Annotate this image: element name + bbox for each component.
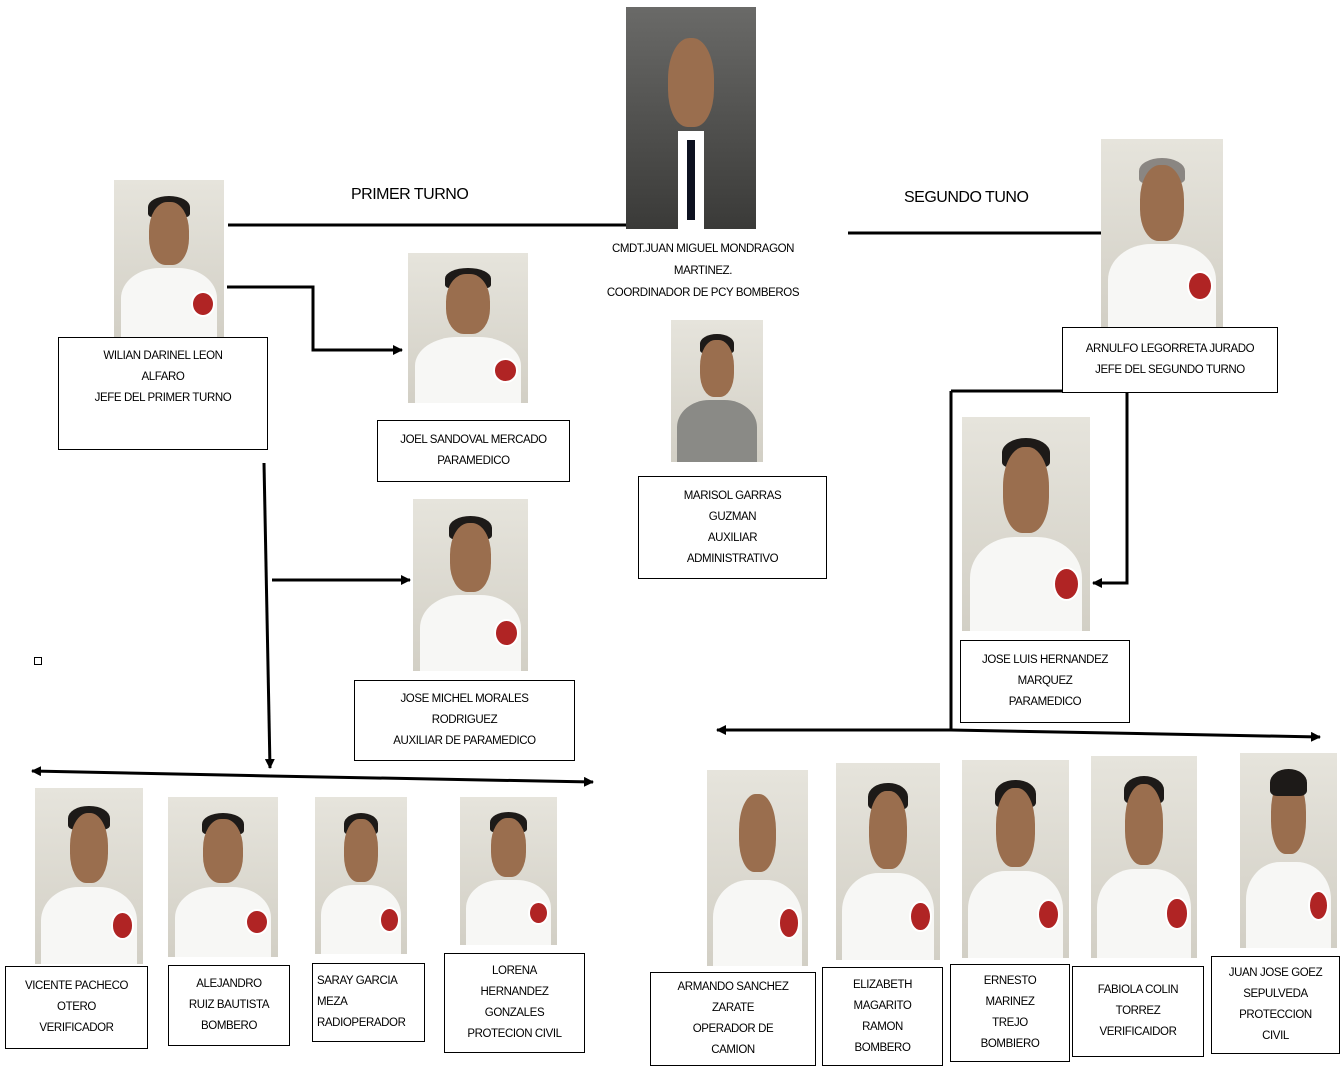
vicente-label: VICENTE PACHECO OTERO VERIFICADOR — [5, 966, 148, 1049]
armando-name: ARMANDO SANCHEZ — [677, 981, 789, 993]
lorena-name: LORENA — [492, 965, 537, 977]
wilian-name: WILIAN DARINEL LEON — [103, 350, 223, 362]
fabiola-photo — [1091, 756, 1197, 958]
arrow-to-joel — [227, 285, 403, 355]
saray-role: RADIOPERADOR — [317, 1017, 406, 1029]
coordinator-photo — [626, 7, 756, 229]
armando-role: OPERADOR DE — [692, 1023, 774, 1035]
marisol-name: MARISOL GARRAS — [683, 489, 782, 502]
juan-jose-surname: SEPULVEDA — [1243, 988, 1308, 1000]
vicente-surname: OTERO — [57, 1001, 96, 1013]
arnulfo-photo — [1101, 139, 1223, 327]
armando-surname: ZARATE — [711, 1002, 755, 1014]
juan-jose-role: PROTECCION — [1239, 1009, 1312, 1021]
fabiola-name: FABIOLA COLIN — [1097, 984, 1179, 996]
wilian-role: JEFE DEL PRIMER TURNO — [94, 392, 232, 404]
jose-luis-label: JOSE LUIS HERNANDEZ MARQUEZ PARAMEDICO — [960, 640, 1130, 723]
bullet-square-icon — [34, 657, 42, 665]
vicente-role: VERIFICADOR — [39, 1022, 114, 1034]
saray-label: SARAY GARCIA MEZA RADIOPERADOR — [312, 963, 425, 1042]
fabiola-surname: TORREZ — [1115, 1005, 1161, 1017]
first-shift-bar-left — [31, 766, 271, 778]
wilian-label: WILIAN DARINEL LEON ALFARO JEFE DEL PRIM… — [58, 337, 268, 450]
coordinator-name: CMDT.JUAN MIGUEL MONDRAGON — [611, 243, 795, 255]
elizabeth-photo — [836, 763, 940, 960]
alejandro-name: ALEJANDRO — [196, 978, 262, 990]
jose-luis-photo — [962, 417, 1090, 631]
saray-name: SARAY GARCIA — [317, 975, 398, 987]
lorena-label: LORENA HERNANDEZ GONZALES PROTECION CIVI… — [444, 953, 585, 1053]
marisol-photo — [671, 320, 763, 462]
arnulfo-role: JEFE DEL SEGUNDO TURNO — [1095, 364, 1245, 376]
elizabeth-surname-2: RAMON — [862, 1020, 903, 1033]
marisol-role-cont: ADMINISTRATIVO — [686, 552, 779, 565]
jose-michel-role: AUXILIAR DE PARAMEDICO — [393, 735, 536, 747]
coordinator-caption: CMDT.JUAN MIGUEL MONDRAGON MARTINEZ. COO… — [584, 238, 822, 304]
arrow-to-jose-luis — [1092, 391, 1129, 588]
juan-jose-photo — [1240, 753, 1337, 948]
ernesto-role: BOMBIERO — [980, 1038, 1040, 1050]
vicente-photo — [35, 788, 143, 964]
marisol-label: MARISOL GARRAS GUZMAN AUXILIAR ADMINISTR… — [638, 476, 827, 579]
alejandro-photo — [168, 797, 278, 957]
elizabeth-surname: MAGARITO — [853, 999, 912, 1012]
ernesto-label: ERNESTO MARINEZ TREJO BOMBIERO — [950, 964, 1070, 1062]
fabiola-role: VERIFICAIDOR — [1099, 1026, 1177, 1038]
joel-label: JOEL SANDOVAL MERCADO PARAMEDICO — [377, 420, 570, 482]
armando-label: ARMANDO SANCHEZ ZARATE OPERADOR DE CAMIO… — [650, 972, 816, 1066]
saray-photo — [315, 797, 407, 954]
ernesto-photo — [962, 760, 1069, 958]
marisol-surname: GUZMAN — [708, 510, 757, 523]
fabiola-label: FABIOLA COLIN TORREZ VERIFICAIDOR — [1072, 966, 1204, 1057]
juan-jose-label: JUAN JOSE GOEZ SEPULVEDA PROTECCION CIVI… — [1211, 956, 1340, 1054]
arnulfo-name: ARNULFO LEGORRETA JURADO — [1085, 343, 1255, 355]
alejandro-role: BOMBERO — [201, 1020, 257, 1032]
ernesto-surname-2: TREJO — [992, 1017, 1028, 1029]
saray-surname: MEZA — [317, 996, 348, 1008]
joel-role: PARAMEDICO — [437, 455, 510, 467]
jose-michel-surname: RODRIGUEZ — [431, 714, 498, 726]
jose-michel-photo — [413, 499, 528, 671]
line-wilian-down — [262, 462, 275, 769]
first-shift-label: PRIMER TURNO — [351, 186, 469, 203]
armando-role-cont: CAMION — [711, 1044, 755, 1056]
elizabeth-role: BOMBERO — [854, 1041, 911, 1054]
second-shift-label: SEGUNDO TUNO — [904, 189, 1029, 206]
lorena-role: PROTECION CIVIL — [467, 1028, 562, 1040]
first-shift-bar-right — [269, 774, 594, 787]
joel-photo — [408, 253, 528, 403]
jose-michel-label: JOSE MICHEL MORALES RODRIGUEZ AUXILIAR D… — [354, 680, 575, 761]
jose-luis-role: PARAMEDICO — [1008, 696, 1082, 708]
second-shift-bar-right — [950, 728, 1321, 742]
ernesto-surname: MARINEZ — [985, 996, 1035, 1008]
lorena-surname: HERNANDEZ — [480, 986, 549, 998]
alejandro-surname: RUIZ BAUTISTA — [188, 999, 270, 1011]
ernesto-name: ERNESTO — [983, 975, 1037, 987]
marisol-role: AUXILIAR — [707, 531, 758, 544]
alejandro-label: ALEJANDRO RUIZ BAUTISTA BOMBERO — [168, 965, 290, 1046]
juan-jose-role-cont: CIVIL — [1262, 1030, 1289, 1042]
juan-jose-name: JUAN JOSE GOEZ — [1228, 967, 1323, 979]
elizabeth-name: ELIZABETH — [852, 978, 913, 991]
coordinator-surname: MARTINEZ. — [673, 265, 733, 277]
jose-michel-name: JOSE MICHEL MORALES — [400, 693, 529, 705]
wilian-photo — [114, 180, 224, 338]
lorena-photo — [460, 797, 557, 945]
elizabeth-label: ELIZABETH MAGARITO RAMON BOMBERO — [822, 967, 943, 1066]
arnulfo-label: ARNULFO LEGORRETA JURADO JEFE DEL SEGUND… — [1062, 327, 1278, 393]
jose-luis-name: JOSE LUIS HERNANDEZ — [982, 654, 1108, 666]
lorena-surname-2: GONZALES — [484, 1007, 545, 1019]
jose-luis-surname: MARQUEZ — [1017, 675, 1073, 687]
armando-photo — [707, 770, 808, 966]
joel-name: JOEL SANDOVAL MERCADO — [400, 434, 547, 446]
coordinator-title: COORDINADOR DE PCY BOMBEROS — [606, 287, 800, 299]
vicente-name: VICENTE PACHECO — [24, 980, 129, 992]
wilian-surname: ALFARO — [141, 371, 185, 383]
